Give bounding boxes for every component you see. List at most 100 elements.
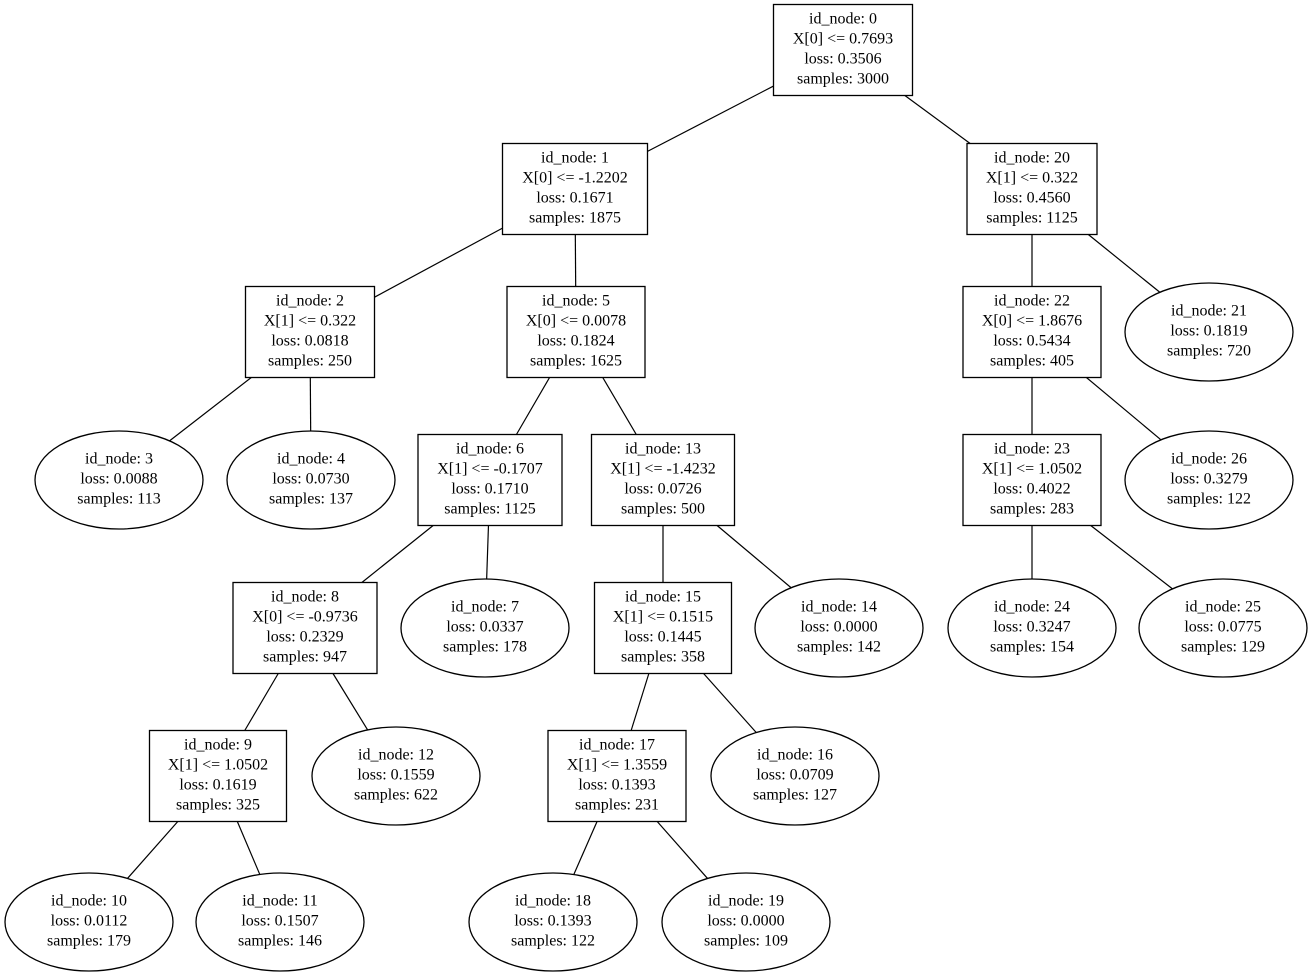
node-id-label: id_node: 11 [242,893,317,910]
node-samples: samples: 146 [238,933,322,950]
node-box [417,433,563,527]
node-id-label: id_node: 20 [994,150,1070,167]
node-samples: samples: 122 [1167,491,1251,508]
node-loss: loss: 0.0337 [446,619,523,636]
node-samples: samples: 283 [990,501,1074,518]
node-id-label: id_node: 18 [515,893,591,910]
node-split-rule: X[1] <= 0.322 [986,170,1078,187]
node-ellipse [34,430,204,530]
node-samples: samples: 109 [704,933,788,950]
node-id-label: id_node: 24 [994,599,1070,616]
node-id-label: id_node: 19 [708,893,784,910]
tree-edge-6-8 [361,525,434,583]
node-ellipse [195,872,365,972]
node-loss: loss: 0.1507 [241,913,318,930]
node-split-rule: X[0] <= 0.0078 [526,313,626,330]
node-samples: samples: 122 [511,933,595,950]
node-id-label: id_node: 15 [625,589,701,606]
node-loss: loss: 0.3279 [1170,471,1247,488]
leaf-node-11: id_node: 11 loss: 0.1507 samples: 146 [195,872,365,972]
node-split-rule: X[0] <= -1.2202 [522,170,628,187]
node-samples: samples: 129 [1181,639,1265,656]
node-box [547,729,687,823]
tree-edge-13-14 [716,525,792,589]
node-loss: loss: 0.0112 [51,913,128,930]
node-split-rule: X[0] <= 0.7693 [793,31,893,48]
node-loss: loss: 0.0726 [624,481,701,498]
node-id-label: id_node: 17 [579,737,655,754]
leaf-node-18: id_node: 18 loss: 0.1393 samples: 122 [468,872,638,972]
node-loss: loss: 0.1824 [537,333,614,350]
node-loss: loss: 0.3247 [993,619,1070,636]
tree-edge-9-11 [236,821,261,875]
node-loss: loss: 0.3506 [804,51,881,68]
node-samples: samples: 405 [990,353,1074,370]
node-ellipse [468,872,638,972]
node-id-label: id_node: 16 [757,747,833,764]
tree-edge-8-9 [244,673,279,731]
node-split-rule: X[1] <= 1.3559 [567,757,667,774]
node-id-label: id_node: 13 [625,441,701,458]
node-samples: samples: 720 [1167,343,1251,360]
node-ellipse [4,872,174,972]
node-loss: loss: 0.0818 [271,333,348,350]
node-samples: samples: 179 [47,933,131,950]
node-box [962,285,1102,379]
node-box [772,3,914,97]
tree-edge-8-12 [332,673,369,731]
node-loss: loss: 0.0775 [1184,619,1261,636]
node-samples: samples: 154 [990,639,1074,656]
node-ellipse [947,578,1117,678]
node-loss: loss: 0.0000 [800,619,877,636]
node-box [506,285,646,379]
node-box [148,729,288,823]
node-id-label: id_node: 7 [451,599,519,616]
node-id-label: id_node: 2 [276,293,344,310]
node-loss: loss: 0.1559 [357,767,434,784]
node-loss: loss: 0.0730 [272,471,349,488]
node-loss: loss: 0.0088 [80,471,157,488]
node-loss: loss: 0.2329 [266,629,343,646]
node-id-label: id_node: 8 [271,589,339,606]
node-box [593,581,733,675]
leaf-node-7: id_node: 7 loss: 0.0337 samples: 178 [400,578,570,678]
node-id-label: id_node: 3 [85,451,153,468]
node-ellipse [1124,282,1294,382]
node-samples: samples: 358 [621,649,705,666]
node-box [962,433,1102,527]
node-samples: samples: 500 [621,501,705,518]
node-samples: samples: 947 [263,649,347,666]
leaf-node-14: id_node: 14 loss: 0.0000 samples: 142 [754,578,924,678]
node-loss: loss: 0.1819 [1170,323,1247,340]
node-ellipse [1124,430,1294,530]
node-loss: loss: 0.5434 [993,333,1070,350]
tree-edge-22-26 [1086,377,1162,441]
node-samples: samples: 137 [269,491,353,508]
node-box [590,433,736,527]
node-loss: loss: 0.1393 [514,913,591,930]
tree-edge-6-7 [486,525,490,580]
node-loss: loss: 0.4560 [993,190,1070,207]
node-split-rule: X[1] <= 0.1515 [613,609,713,626]
node-samples: samples: 142 [797,639,881,656]
node-samples: samples: 622 [354,787,438,804]
node-split-rule: X[1] <= -1.4232 [610,461,716,478]
node-id-label: id_node: 14 [801,599,877,616]
node-split-rule: X[1] <= 1.0502 [168,757,268,774]
node-samples: samples: 3000 [797,71,889,88]
node-split-rule: X[0] <= 1.8676 [982,313,1082,330]
node-samples: samples: 178 [443,639,527,656]
node-loss: loss: 0.1671 [536,190,613,207]
